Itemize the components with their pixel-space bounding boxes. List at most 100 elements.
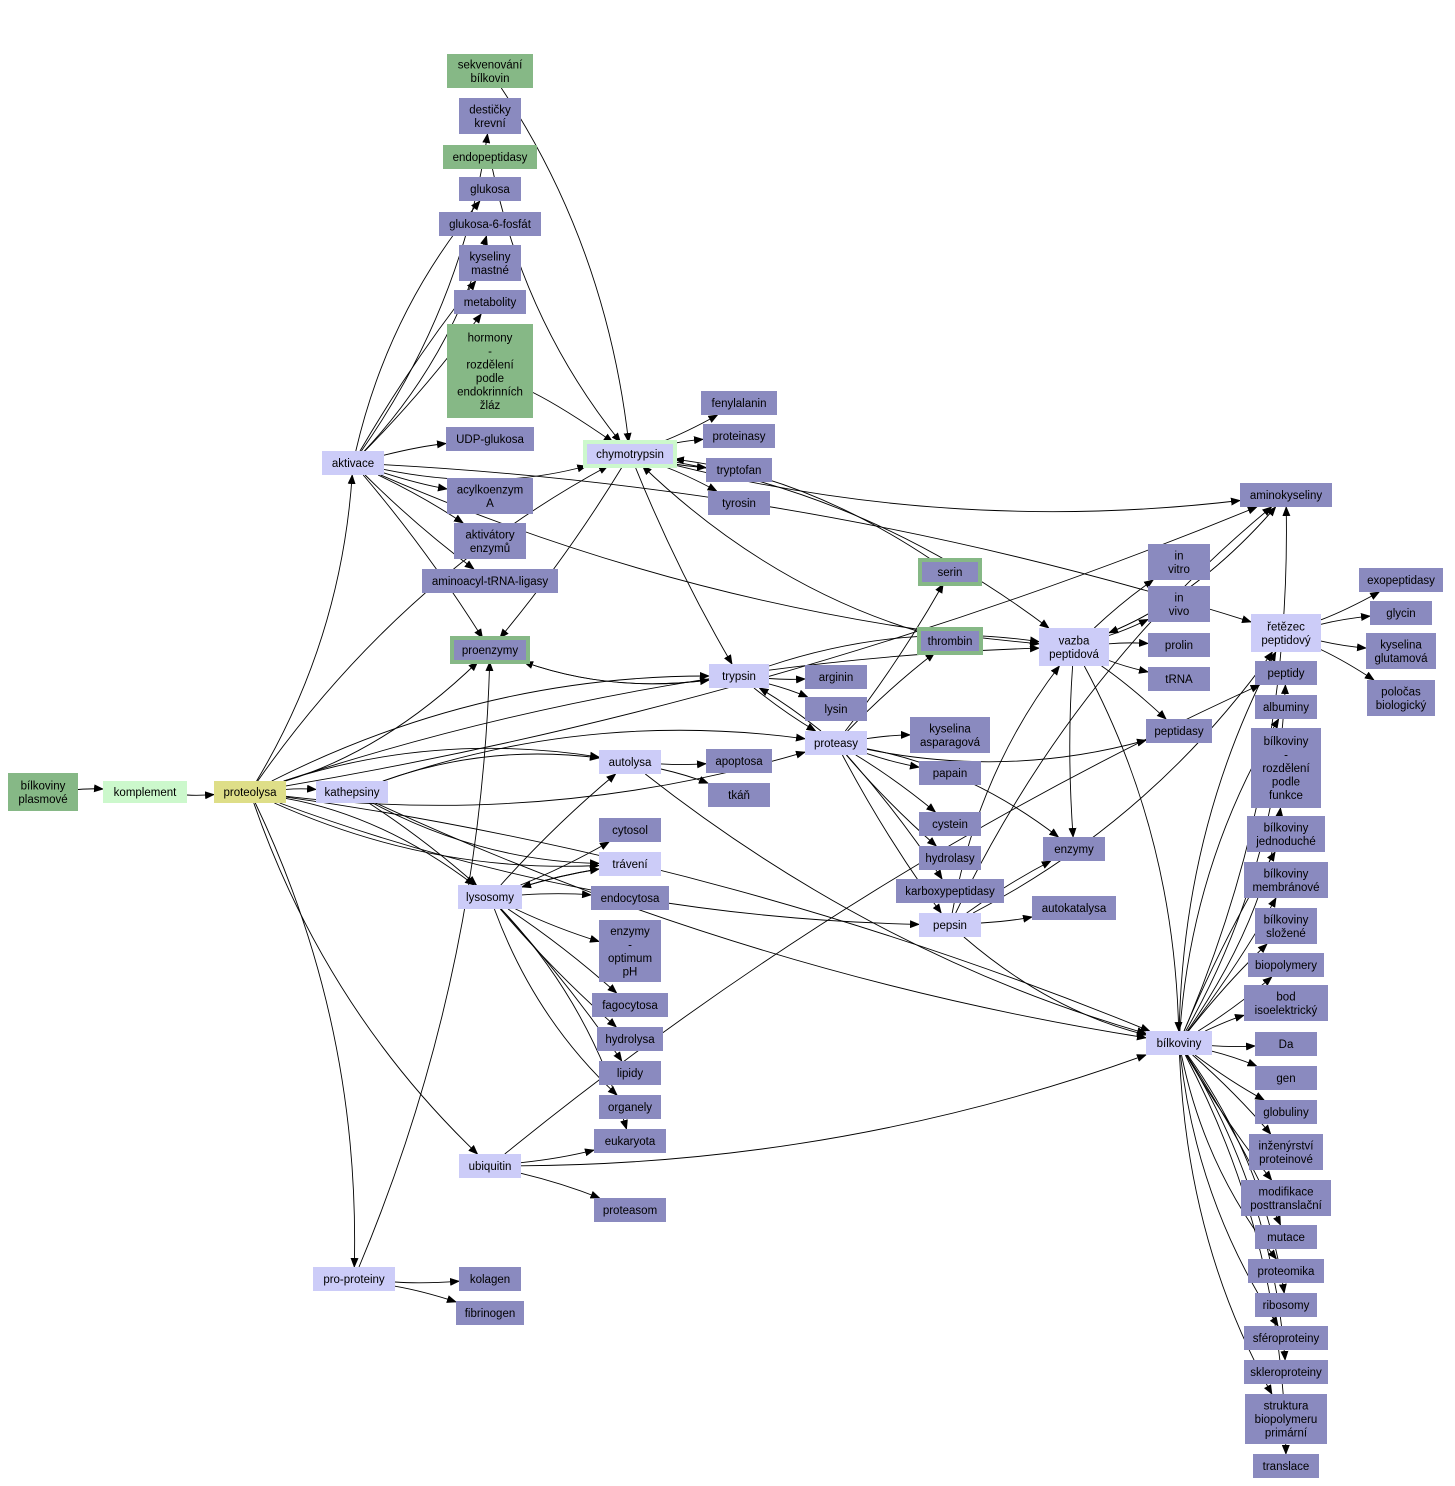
node-serin[interactable]: serin	[918, 558, 982, 586]
node-kathepsiny[interactable]: kathepsiny	[316, 781, 388, 803]
node-karboxypeptidasy[interactable]: karboxypeptidasy	[896, 879, 1004, 903]
node-proteasy[interactable]: proteasy	[805, 731, 867, 755]
node-aktivace[interactable]: aktivace	[322, 451, 384, 475]
node-proteomika[interactable]: proteomika	[1248, 1259, 1324, 1283]
node-hydrolysa[interactable]: hydrolysa	[597, 1027, 663, 1051]
node-glukosa6f[interactable]: glukosa-6-fosfát	[439, 212, 541, 236]
node-label: mutace	[1267, 1232, 1305, 1244]
node-globuliny[interactable]: globuliny	[1255, 1100, 1317, 1124]
edge-lysosomy-to-endocytosa	[521, 890, 592, 899]
node-ribosomy[interactable]: ribosomy	[1255, 1293, 1317, 1317]
node-bilkoviny[interactable]: bílkoviny	[1146, 1031, 1212, 1055]
node-exopeptidasy[interactable]: exopeptidasy	[1359, 568, 1443, 592]
node-enzymy[interactable]: enzymy	[1043, 837, 1105, 861]
node-box	[599, 1095, 661, 1119]
node-label: hydrolasy	[925, 853, 974, 865]
edge-bilkoviny-to-retezec	[1178, 651, 1277, 1032]
node-da[interactable]: Da	[1255, 1032, 1317, 1056]
node-fagocytosa[interactable]: fagocytosa	[592, 993, 668, 1017]
node-box	[459, 98, 521, 134]
node-translace[interactable]: translace	[1253, 1454, 1319, 1478]
node-biopolymery[interactable]: biopolymery	[1248, 953, 1324, 977]
node-aminokyseliny[interactable]: aminokyseliny	[1240, 483, 1332, 507]
node-metabolity[interactable]: metabolity	[454, 290, 526, 314]
node-proteinasy[interactable]: proteinasy	[703, 424, 775, 448]
node-fibrinogen[interactable]: fibrinogen	[456, 1301, 524, 1325]
node-box	[1248, 953, 1324, 977]
node-skleroproteiny[interactable]: skleroproteiny	[1244, 1360, 1328, 1384]
node-proteolysa[interactable]: proteolysa	[214, 781, 286, 803]
node-kolagen[interactable]: kolagen	[459, 1267, 521, 1291]
node-peptidy[interactable]: peptidy	[1255, 661, 1317, 685]
edge-autolysa-to-tkan	[660, 768, 709, 784]
node-lysosomy[interactable]: lysosomy	[458, 885, 522, 909]
node-prolin[interactable]: prolin	[1148, 633, 1210, 657]
node-proenzymy[interactable]: proenzymy	[450, 636, 530, 664]
node-chymotrypsin[interactable]: chymotrypsin	[583, 440, 677, 468]
node-glukosa[interactable]: glukosa	[459, 177, 521, 201]
node-gen[interactable]: gen	[1255, 1066, 1317, 1090]
node-ubiquitin[interactable]: ubiquitin	[459, 1154, 521, 1178]
node-eukaryota[interactable]: eukaryota	[594, 1129, 666, 1153]
node-tyrosin[interactable]: tyrosin	[708, 491, 770, 515]
node-thrombin[interactable]: thrombin	[917, 627, 983, 655]
node-sferoproteiny[interactable]: sféroproteiny	[1244, 1326, 1328, 1350]
node-lipidy[interactable]: lipidy	[599, 1061, 661, 1085]
node-tryptofan[interactable]: tryptofan	[706, 458, 772, 482]
node-fenylalanin[interactable]: fenylalanin	[701, 391, 777, 415]
node-cytosol[interactable]: cytosol	[599, 818, 661, 842]
node-label: kathepsiny	[325, 787, 380, 799]
node-pepsin[interactable]: pepsin	[919, 913, 981, 937]
node-trypsin[interactable]: trypsin	[709, 664, 769, 688]
node-lysin[interactable]: lysin	[805, 697, 867, 721]
node-aminoacyl[interactable]: aminoacyl-tRNA-ligasy	[422, 569, 558, 593]
node-box	[459, 245, 521, 281]
node-glycin[interactable]: glycin	[1370, 601, 1432, 625]
node-udp-glukosa[interactable]: UDP-glukosa	[446, 427, 534, 451]
node-peptidasy[interactable]: peptidasy	[1146, 719, 1212, 743]
node-cystein[interactable]: cystein	[919, 812, 981, 836]
node-pro-proteiny[interactable]: pro-proteiny	[313, 1267, 395, 1291]
node-tkan[interactable]: tkáň	[708, 783, 770, 807]
node-arginin[interactable]: arginin	[805, 665, 867, 689]
node-albuminy[interactable]: albuminy	[1255, 695, 1317, 719]
node-proteasom[interactable]: proteasom	[594, 1198, 666, 1222]
node-apoptosa[interactable]: apoptosa	[706, 749, 772, 773]
edge-aktivace-to-udp_glukosa	[383, 440, 447, 456]
node-endocytosa[interactable]: endocytosa	[591, 886, 669, 910]
node-mutace[interactable]: mutace	[1255, 1225, 1317, 1249]
node-komplement[interactable]: komplement	[103, 781, 187, 803]
node-organely[interactable]: organely	[599, 1095, 661, 1119]
node-autokatalysa[interactable]: autokatalysa	[1032, 896, 1116, 920]
node-traveni[interactable]: trávení	[599, 852, 661, 876]
node-papain[interactable]: papain	[919, 761, 981, 785]
node-trna[interactable]: tRNA	[1148, 667, 1210, 691]
node-autolysa[interactable]: autolysa	[599, 750, 661, 774]
node-endopeptidasy[interactable]: endopeptidasy	[443, 145, 537, 169]
node-hydrolasy[interactable]: hydrolasy	[919, 846, 981, 870]
